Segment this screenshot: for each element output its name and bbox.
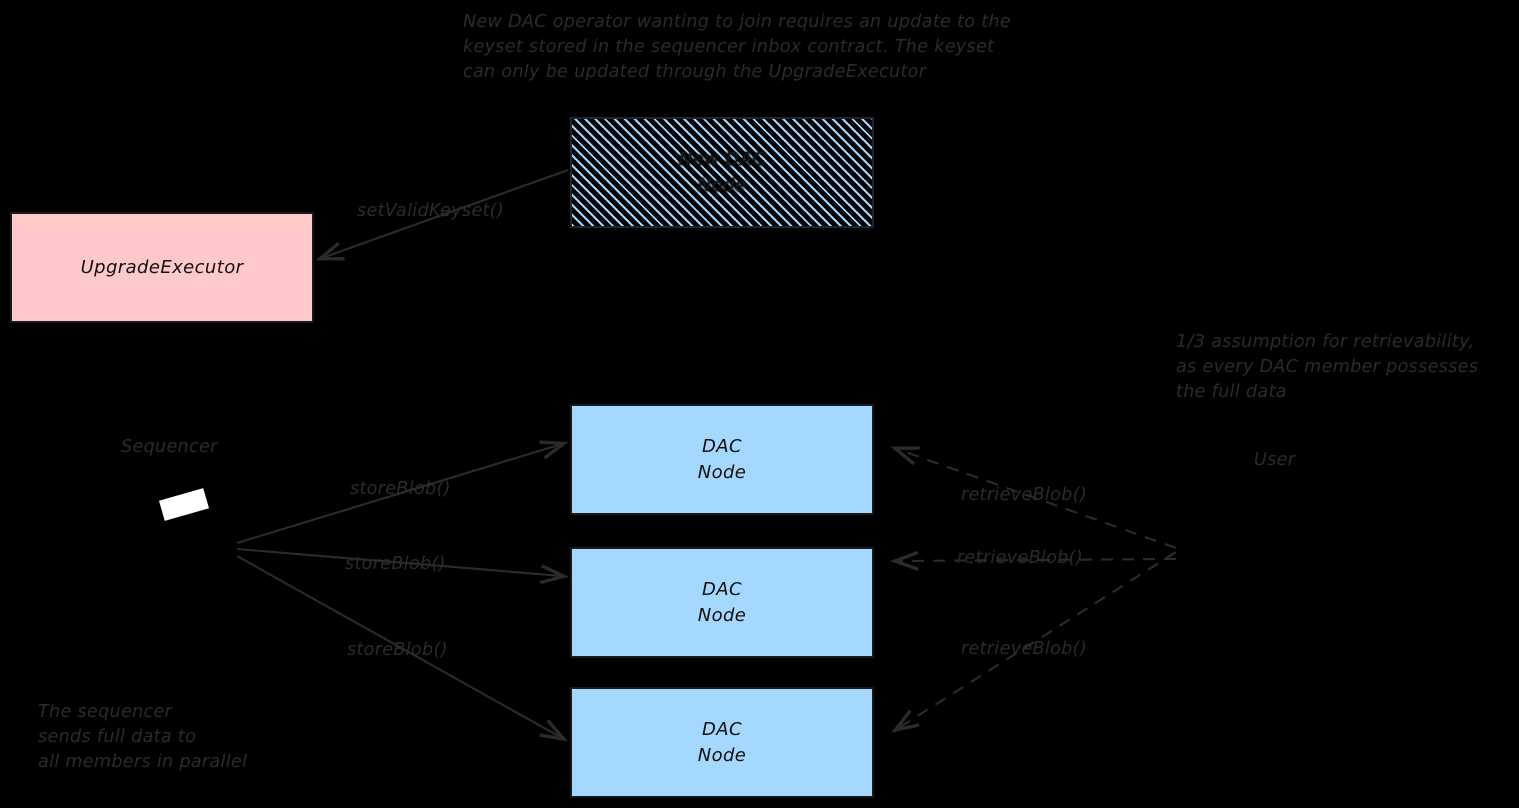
node-dac-node-2[interactable]: DAC Node bbox=[570, 547, 874, 658]
edge-label-retrieve-blob-3: retrieveBlob() bbox=[961, 639, 1088, 659]
note-retrievability-assumption: 1/3 assumption for retrievability, as ev… bbox=[1176, 332, 1479, 402]
edge-label-store-blob-3: storeBlob() bbox=[347, 640, 448, 660]
edge-label-store-blob-2: storeBlob() bbox=[345, 554, 446, 574]
node-sequencer-label: Sequencer bbox=[121, 437, 218, 457]
node-new-dac-node-label: New DAC Node bbox=[678, 148, 766, 196]
node-dac-node-1[interactable]: DAC Node bbox=[570, 404, 874, 515]
node-user-label: User bbox=[1254, 450, 1296, 470]
node-upgrade-executor-label: UpgradeExecutor bbox=[80, 256, 244, 278]
node-upgrade-executor[interactable]: UpgradeExecutor bbox=[10, 212, 314, 323]
note-sequencer-parallel: The sequencer sends full data to all mem… bbox=[38, 702, 248, 772]
edge-label-retrieve-blob-1: retrieveBlob() bbox=[961, 485, 1088, 505]
edge-label-retrieve-blob-2: retrieveBlob() bbox=[957, 548, 1084, 568]
node-dac-node-1-label: DAC Node bbox=[697, 435, 747, 483]
edge-label-store-blob-1: storeBlob() bbox=[350, 479, 451, 499]
node-dac-node-2-label: DAC Node bbox=[697, 578, 747, 626]
node-new-dac-node[interactable]: New DAC Node bbox=[570, 117, 874, 228]
edge-label-set-valid-keyset: setValidKeyset() bbox=[357, 201, 505, 221]
node-dac-node-3[interactable]: DAC Node bbox=[570, 687, 874, 798]
node-dac-node-3-label: DAC Node bbox=[697, 718, 747, 766]
sequencer-marker-icon bbox=[158, 488, 210, 521]
note-keyset-update: New DAC operator wanting to join require… bbox=[463, 12, 1012, 82]
